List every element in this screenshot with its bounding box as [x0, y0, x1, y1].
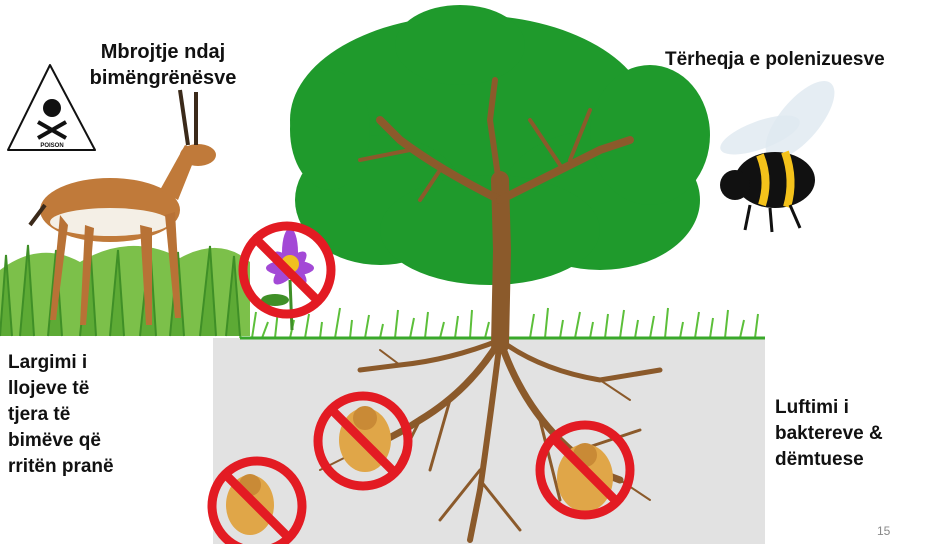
poison-sign-text: POISON [40, 143, 63, 149]
label-fight: Luftimi i baktereve & dëmtuese [775, 395, 945, 473]
label-removal: Largimi i llojeve të tjera të bimëve që … [8, 350, 208, 480]
label-pollinators: Tërheqja e polenizuesve [665, 48, 950, 72]
grass-left [0, 242, 250, 336]
page-number: 15 [877, 524, 890, 538]
bee [716, 70, 846, 232]
label-defense: Mbrojtje ndaj bimëngrënësve [68, 39, 258, 91]
